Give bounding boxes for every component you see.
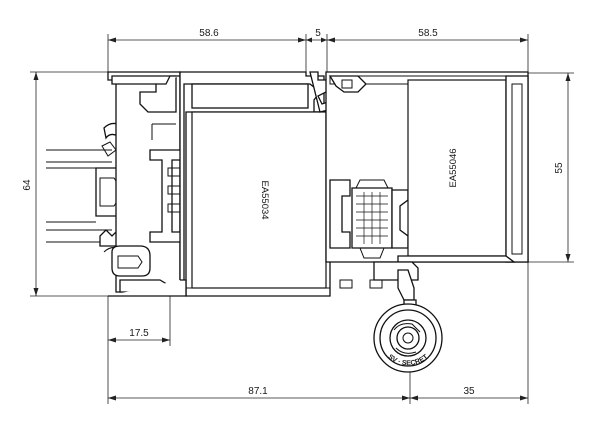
insert-ea55046 bbox=[407, 79, 507, 257]
dim-bottom-main: 87.1 bbox=[248, 386, 268, 397]
dim-bottom-right: 35 bbox=[463, 386, 475, 397]
dim-right-height: 55 bbox=[554, 162, 565, 174]
left-profile bbox=[107, 71, 183, 293]
dim-top-right: 58.5 bbox=[418, 28, 438, 39]
label-ea55034: EA55034 bbox=[259, 180, 270, 219]
dim-top-gap: 5 bbox=[315, 28, 321, 39]
dimension-lines bbox=[30, 34, 574, 404]
dim-top-left: 58.6 bbox=[199, 28, 219, 39]
dim-bottom-small: 17.5 bbox=[129, 328, 149, 339]
insert-ea55034 bbox=[191, 111, 327, 289]
right-profile: EA55046 bbox=[325, 71, 529, 281]
central-profile: EA55034 bbox=[108, 71, 383, 297]
dim-left-height: 64 bbox=[22, 179, 33, 191]
bottom-seal-assembly: SV · SECRET bbox=[373, 269, 443, 373]
label-ea55046: EA55046 bbox=[448, 148, 459, 187]
